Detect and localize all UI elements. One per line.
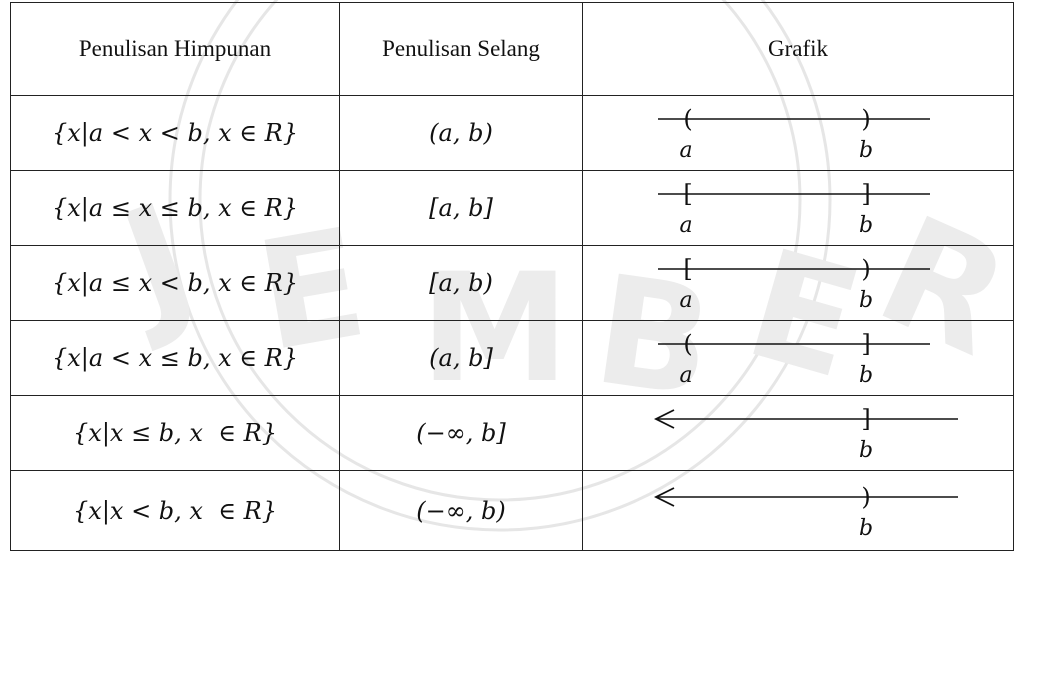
number-line-graph: [ a) b xyxy=(658,255,930,313)
table-row: {x|a ≤ x < b, x ∈ R} [a, b) [ a) b xyxy=(10,245,1014,321)
left-endpoint-label: a xyxy=(679,288,692,313)
table-row: {x|a < x < b, x ∈ R} (a, b) ( a) b xyxy=(10,95,1014,171)
interval-notation-cell: (−∞, b) xyxy=(339,470,583,551)
interval-notation-cell: (−∞, b] xyxy=(339,395,583,471)
left-endpoint-label: a xyxy=(679,138,692,163)
left-endpoint-label: a xyxy=(679,213,692,238)
left-endpoint-bracket: [ xyxy=(683,180,692,208)
header-interval-notation: Penulisan Selang xyxy=(339,2,583,96)
interval-table: Penulisan Himpunan Penulisan Selang Graf… xyxy=(10,2,1014,551)
right-endpoint-bracket: ] xyxy=(861,180,870,208)
graph-cell: )b xyxy=(582,470,1014,551)
right-endpoint-bracket: ) xyxy=(861,105,870,133)
interval-notation-text: (a, b] xyxy=(429,344,493,372)
number-line-graph: ]b xyxy=(653,405,958,463)
number-line-graph: )b xyxy=(653,483,958,541)
graph-cell: [ a] b xyxy=(582,170,1014,246)
number-line-graph: ( a] b xyxy=(658,330,930,388)
right-endpoint-label: b xyxy=(859,438,873,463)
arrow-left-icon xyxy=(653,486,675,507)
number-line-graph: ( a) b xyxy=(658,105,930,163)
set-notation-text: {x|x < b, x ∈ R} xyxy=(73,496,277,525)
arrow-left-icon xyxy=(653,409,675,429)
interval-notation-text: (a, b) xyxy=(429,119,493,147)
left-endpoint-bracket: [ xyxy=(683,255,692,283)
left-endpoint-bracket: ( xyxy=(683,330,692,358)
right-endpoint-label: b xyxy=(859,138,873,163)
set-notation-text: {x|a ≤ x < b, x ∈ R} xyxy=(52,269,298,297)
set-notation-text: {x|a < x ≤ b, x ∈ R} xyxy=(52,344,298,372)
set-notation-cell: {x|a < x < b, x ∈ R} xyxy=(10,95,340,171)
graph-cell: [ a) b xyxy=(582,245,1014,321)
right-endpoint-bracket: ) xyxy=(861,483,870,511)
table-row: {x|a ≤ x ≤ b, x ∈ R} [a, b] [ a] b xyxy=(10,170,1014,246)
right-endpoint-bracket: ] xyxy=(861,330,870,358)
interval-notation-cell: (a, b] xyxy=(339,320,583,396)
left-endpoint-label: a xyxy=(679,363,692,388)
interval-notation-text: (−∞, b) xyxy=(416,496,506,525)
right-endpoint-bracket: ) xyxy=(861,255,870,283)
interval-notation-cell: (a, b) xyxy=(339,95,583,171)
table-header-row: Penulisan Himpunan Penulisan Selang Graf… xyxy=(10,2,1014,96)
set-notation-cell: {x|a < x ≤ b, x ∈ R} xyxy=(10,320,340,396)
set-notation-text: {x|a ≤ x ≤ b, x ∈ R} xyxy=(52,194,298,222)
set-notation-text: {x|x ≤ b, x ∈ R} xyxy=(73,419,277,447)
table-row: {x|a < x ≤ b, x ∈ R} (a, b] ( a] b xyxy=(10,320,1014,396)
table-row: {x|x ≤ b, x ∈ R}(−∞, b]]b xyxy=(10,395,1014,471)
interval-notation-cell: [a, b) xyxy=(339,245,583,321)
number-line-graph: [ a] b xyxy=(658,180,930,238)
right-endpoint-label: b xyxy=(859,516,873,541)
set-notation-text: {x|a < x < b, x ∈ R} xyxy=(52,119,298,147)
set-notation-cell: {x|a ≤ x < b, x ∈ R} xyxy=(10,245,340,321)
header-set-notation: Penulisan Himpunan xyxy=(10,2,340,96)
table-row: {x|x < b, x ∈ R}(−∞, b))b xyxy=(10,470,1014,551)
right-endpoint-label: b xyxy=(859,288,873,313)
header-graph: Grafik xyxy=(582,2,1014,96)
right-endpoint-bracket: ] xyxy=(861,405,870,433)
graph-cell: ( a] b xyxy=(582,320,1014,396)
graph-cell: ( a) b xyxy=(582,95,1014,171)
right-endpoint-label: b xyxy=(859,363,873,388)
interval-notation-text: [a, b) xyxy=(429,269,493,297)
set-notation-cell: {x|a ≤ x ≤ b, x ∈ R} xyxy=(10,170,340,246)
right-endpoint-label: b xyxy=(859,213,873,238)
interval-notation-text: (−∞, b] xyxy=(416,419,506,447)
interval-notation-text: [a, b] xyxy=(429,194,493,222)
interval-notation-cell: [a, b] xyxy=(339,170,583,246)
left-endpoint-bracket: ( xyxy=(683,105,692,133)
graph-cell: ]b xyxy=(582,395,1014,471)
set-notation-cell: {x|x ≤ b, x ∈ R} xyxy=(10,395,340,471)
set-notation-cell: {x|x < b, x ∈ R} xyxy=(10,470,340,551)
